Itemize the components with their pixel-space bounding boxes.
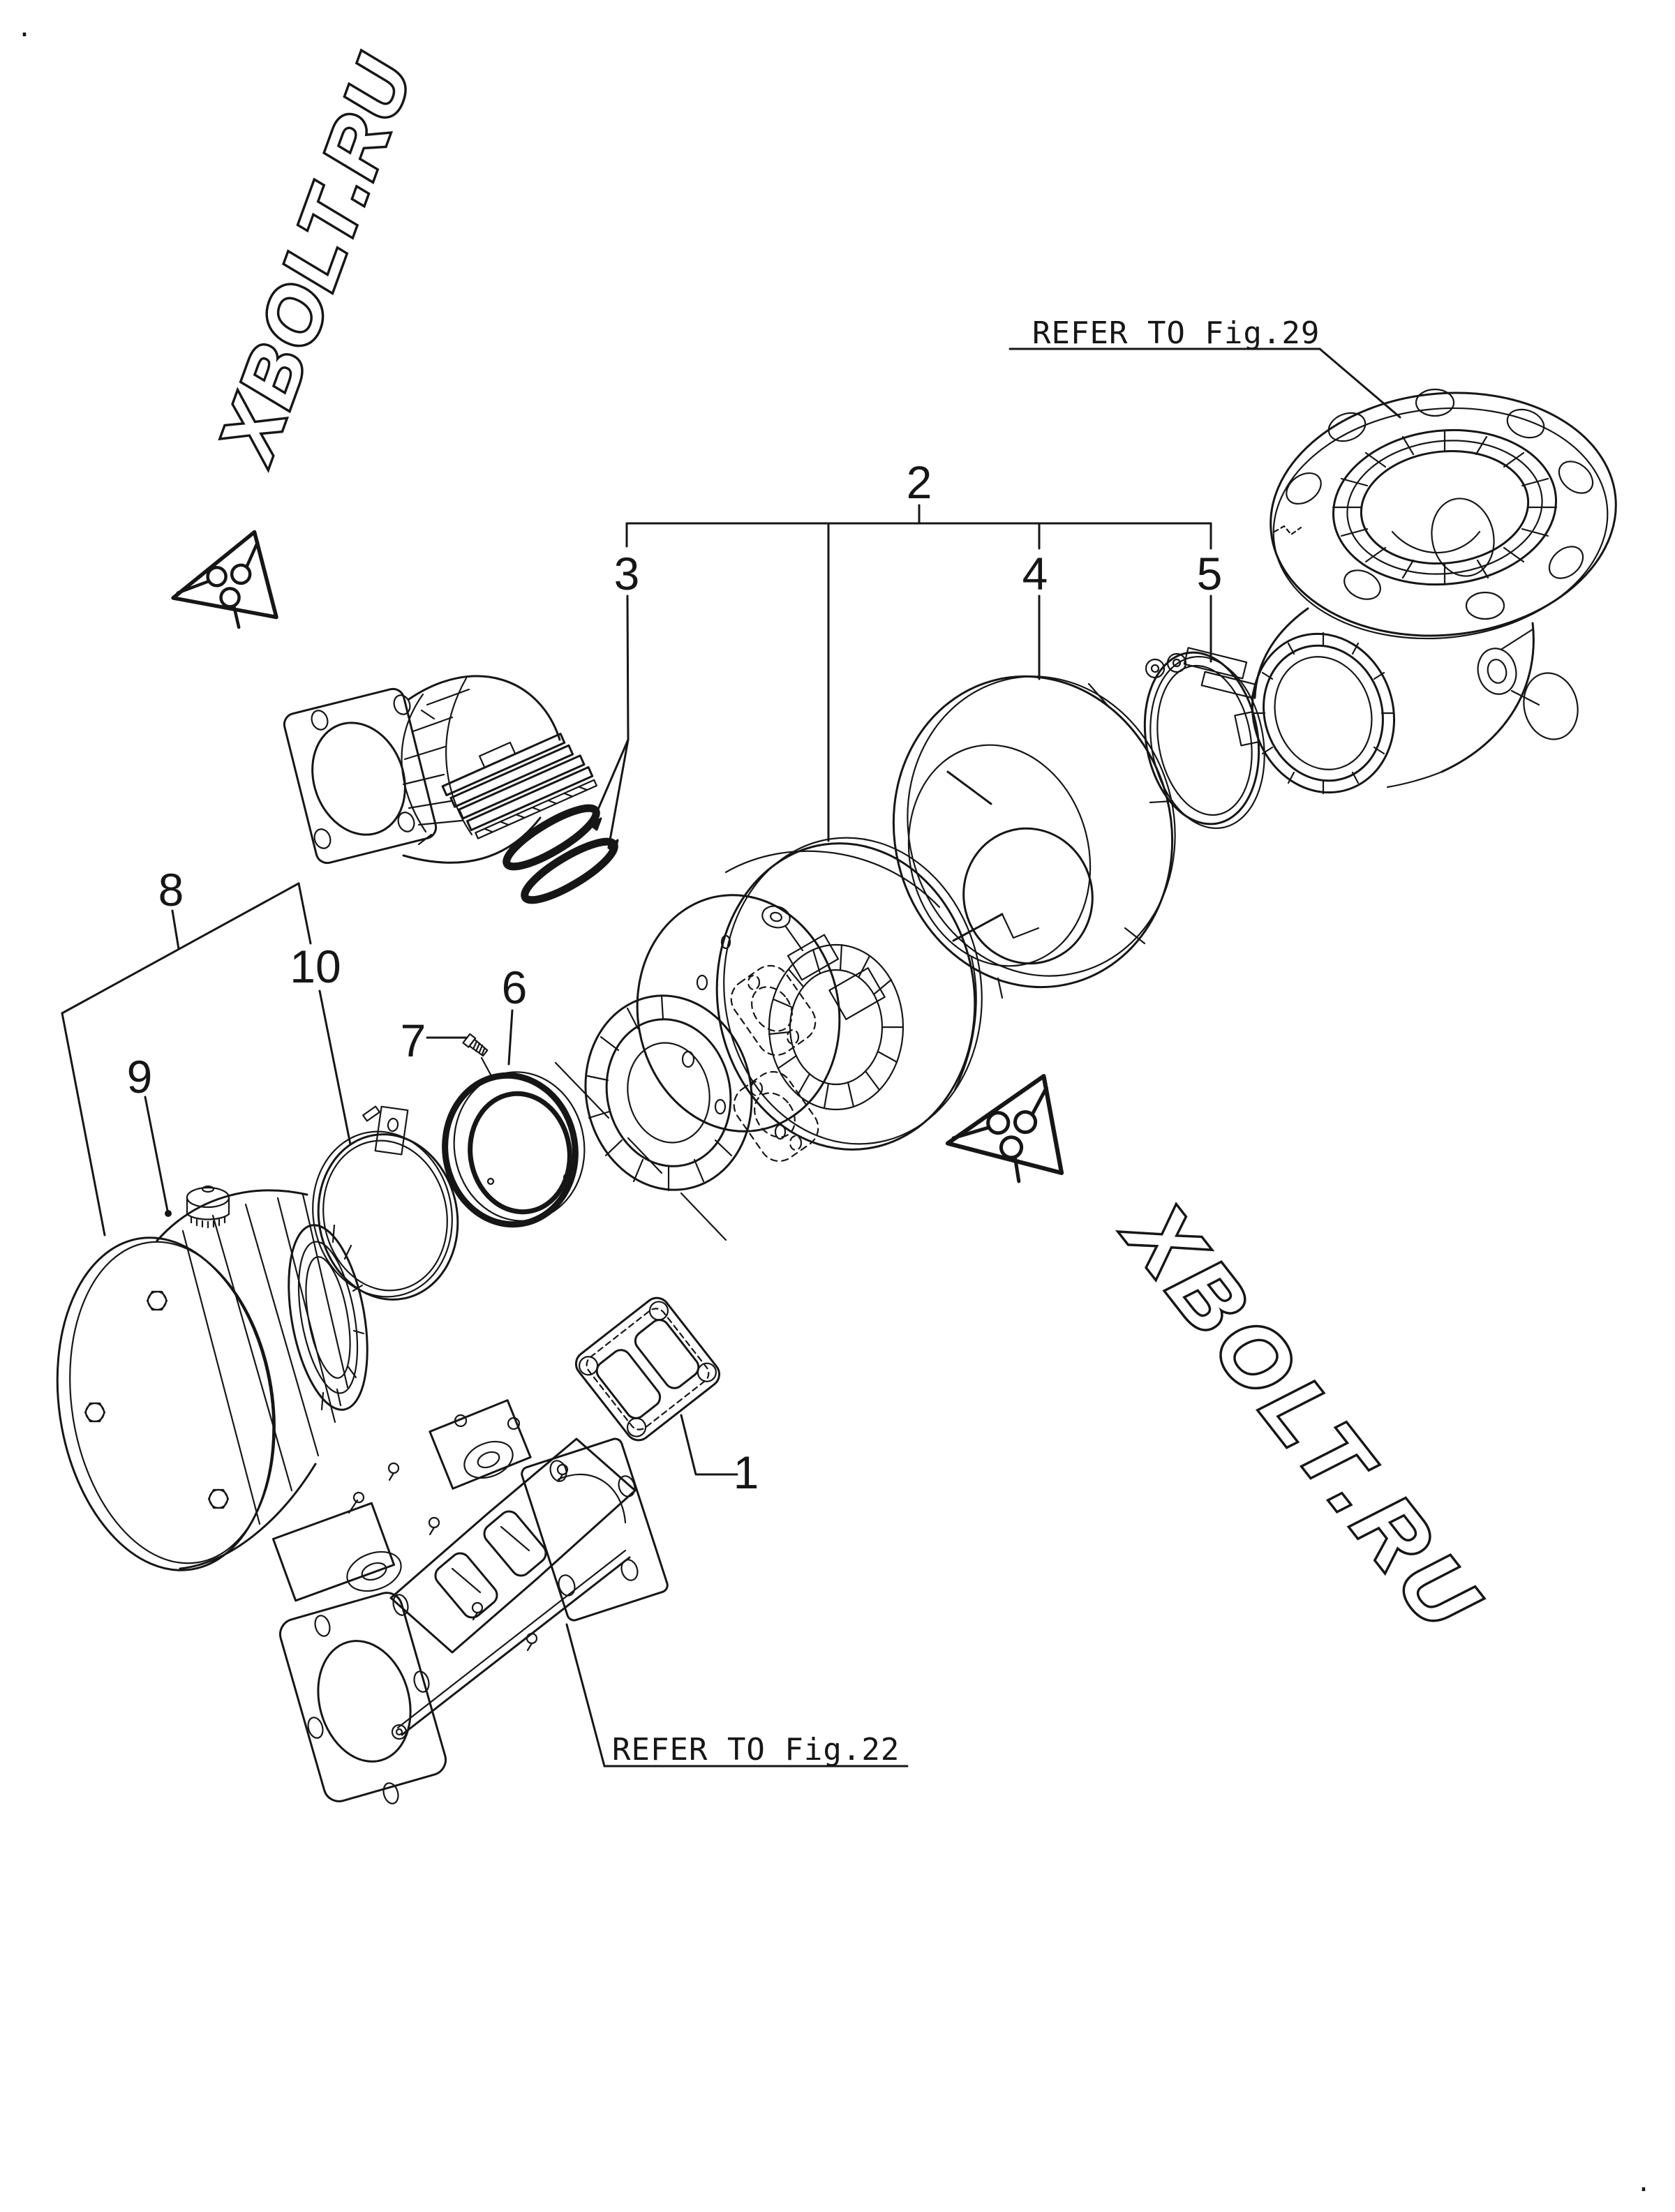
- callout-leaders: [61, 348, 1401, 1768]
- turbocharger: [584, 837, 983, 1192]
- leader-dot: [165, 1210, 172, 1217]
- insulator-cover: [892, 675, 1176, 999]
- callout-4: 4: [1022, 548, 1048, 599]
- gasket: [574, 1296, 721, 1442]
- callout-10: 10: [290, 941, 341, 992]
- callout-1: 1: [734, 1447, 759, 1498]
- outlet-elbow: [1251, 388, 1617, 795]
- callout-3: 3: [614, 548, 640, 599]
- callout-5: 5: [1197, 548, 1223, 599]
- assembly-centerline: [554, 1061, 727, 1241]
- watermark-top-left: XBOLT.RU: [171, 41, 431, 632]
- exhaust-manifold: [271, 1399, 669, 1804]
- corner-mark-bottom-right: .: [1639, 2163, 1648, 2199]
- callout-9: 9: [127, 1051, 153, 1103]
- watermark-text: XBOLT.RU: [1106, 1184, 1503, 1654]
- adapter-ring: [442, 1071, 586, 1228]
- refer-fig29-label: REFER TO Fig.29: [1032, 315, 1320, 351]
- air-inlet-elbow: [283, 675, 597, 865]
- clamp-ring: [312, 1105, 459, 1301]
- callout-7: 7: [401, 1015, 426, 1066]
- refer-fig22-label: REFER TO Fig.22: [612, 1732, 900, 1768]
- watermark-text: XBOLT.RU: [202, 44, 429, 474]
- callout-8: 8: [158, 864, 184, 916]
- corner-mark-top-left: .: [20, 8, 29, 44]
- watermark-bottom-right: XBOLT.RU: [944, 1062, 1505, 1656]
- v-band-clamp: [1143, 647, 1265, 830]
- callout-6: 6: [502, 962, 528, 1013]
- silencer: [56, 1185, 368, 1571]
- callout-2: 2: [907, 456, 932, 508]
